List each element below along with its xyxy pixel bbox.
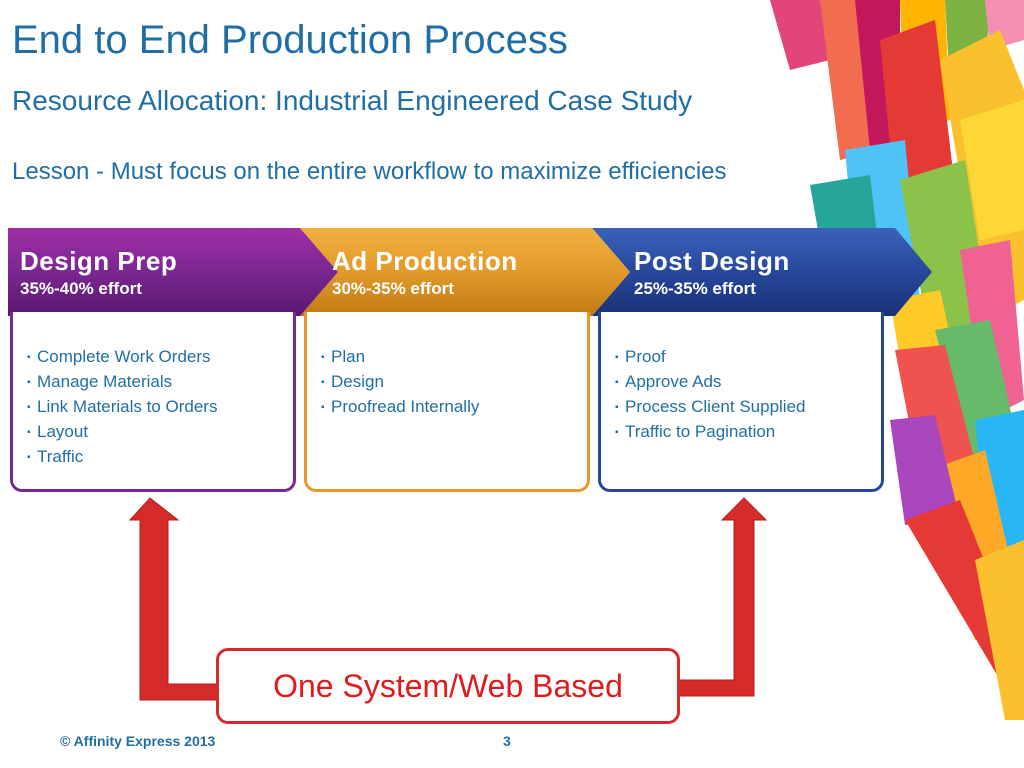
task-item: ▪ Proofread Internally (321, 395, 587, 420)
task-list: ▪ Proof ▪ Approve Ads ▪ Process Client Supp… (615, 345, 881, 445)
page-number: 3 (503, 733, 511, 749)
task-item: ▪ Proof (615, 345, 881, 370)
phase-header-post-design: Post Design 25%-35% effort (634, 246, 790, 299)
task-item: ▪ Approve Ads (615, 370, 881, 395)
task-label: Proofread Internally (331, 397, 480, 416)
task-item: ▪ Traffic to Pagination (615, 420, 881, 445)
task-label: Layout (37, 422, 89, 441)
bullet-icon: ▪ (321, 352, 325, 363)
phase-chevron-orange (300, 228, 630, 316)
task-list: ▪Complete Work Orders ▪Manage Materials … (27, 345, 293, 470)
phase-banner (8, 228, 932, 316)
post-design-task-box: ▪ Proof ▪ Approve Ads ▪ Process Client Supp… (598, 312, 884, 492)
task-item: ▪ Traffic (27, 445, 293, 470)
bullet-icon: ▪ (27, 402, 31, 413)
ad-production-task-box: ▪ Plan ▪ Design ▪ Proofread Internally (304, 312, 590, 492)
design-prep-task-box: ▪Complete Work Orders ▪Manage Materials … (10, 312, 296, 492)
task-item: ▪ Plan (321, 345, 587, 370)
phase-effort: 25%-35% effort (634, 279, 756, 298)
system-box: One System/Web Based (216, 648, 680, 724)
task-item: ▪ Design (321, 370, 587, 395)
right-up-arrow-icon (675, 497, 768, 697)
copyright: © Affinity Express 2013 (60, 733, 216, 749)
task-label: Link Materials to Orders (37, 397, 218, 416)
task-item: ▪ Layout (27, 420, 293, 445)
bullet-icon: ▪ (615, 377, 619, 388)
bullet-icon: ▪ (27, 377, 31, 388)
task-list: ▪ Plan ▪ Design ▪ Proofread Internally (321, 345, 587, 420)
bullet-icon: ▪ (27, 352, 31, 363)
task-item: ▪ Link Materials to Orders (27, 395, 293, 420)
bullet-icon: ▪ (27, 427, 31, 438)
left-up-arrow-icon (128, 497, 223, 701)
task-label: Approve Ads (625, 372, 722, 391)
task-item: ▪ Process Client Supplied (615, 395, 881, 420)
lesson-text: Lesson - Must focus on the entire workfl… (12, 158, 727, 185)
bullet-icon: ▪ (321, 377, 325, 388)
task-label: Traffic (37, 447, 84, 466)
bullet-icon: ▪ (615, 427, 619, 438)
task-label: Manage Materials (37, 372, 173, 391)
phase-name: Ad Production (332, 246, 518, 276)
bullet-icon: ▪ (615, 402, 619, 413)
task-label: Plan (331, 347, 366, 366)
bullet-icon: ▪ (321, 402, 325, 413)
task-label: Design (331, 372, 384, 391)
bullet-icon: ▪ (615, 352, 619, 363)
bullet-icon: ▪ (27, 452, 31, 463)
task-label: Complete Work Orders (37, 347, 211, 366)
task-label: Proof (625, 347, 666, 366)
phase-header-ad-production: Ad Production 30%-35% effort (332, 246, 518, 299)
phase-chevron-blue (592, 228, 932, 316)
phase-effort: 35%-40% effort (20, 279, 142, 298)
phase-name: Post Design (634, 246, 790, 276)
task-item: ▪ Manage Materials (27, 370, 293, 395)
phase-effort: 30%-35% effort (332, 279, 454, 298)
task-label: Process Client Supplied (625, 397, 806, 416)
slide-subtitle: Resource Allocation: Industrial Engineer… (12, 85, 693, 116)
system-label: One System/Web Based (273, 667, 623, 704)
task-label: Traffic to Pagination (625, 422, 776, 441)
phase-chevron-purple (8, 228, 338, 316)
phase-header-design-prep: Design Prep 35%-40% effort (20, 246, 177, 299)
phase-name: Design Prep (20, 246, 178, 276)
slide-title: End to End Production Process (12, 18, 568, 62)
task-item: ▪ Complete Work Orders (27, 345, 293, 370)
